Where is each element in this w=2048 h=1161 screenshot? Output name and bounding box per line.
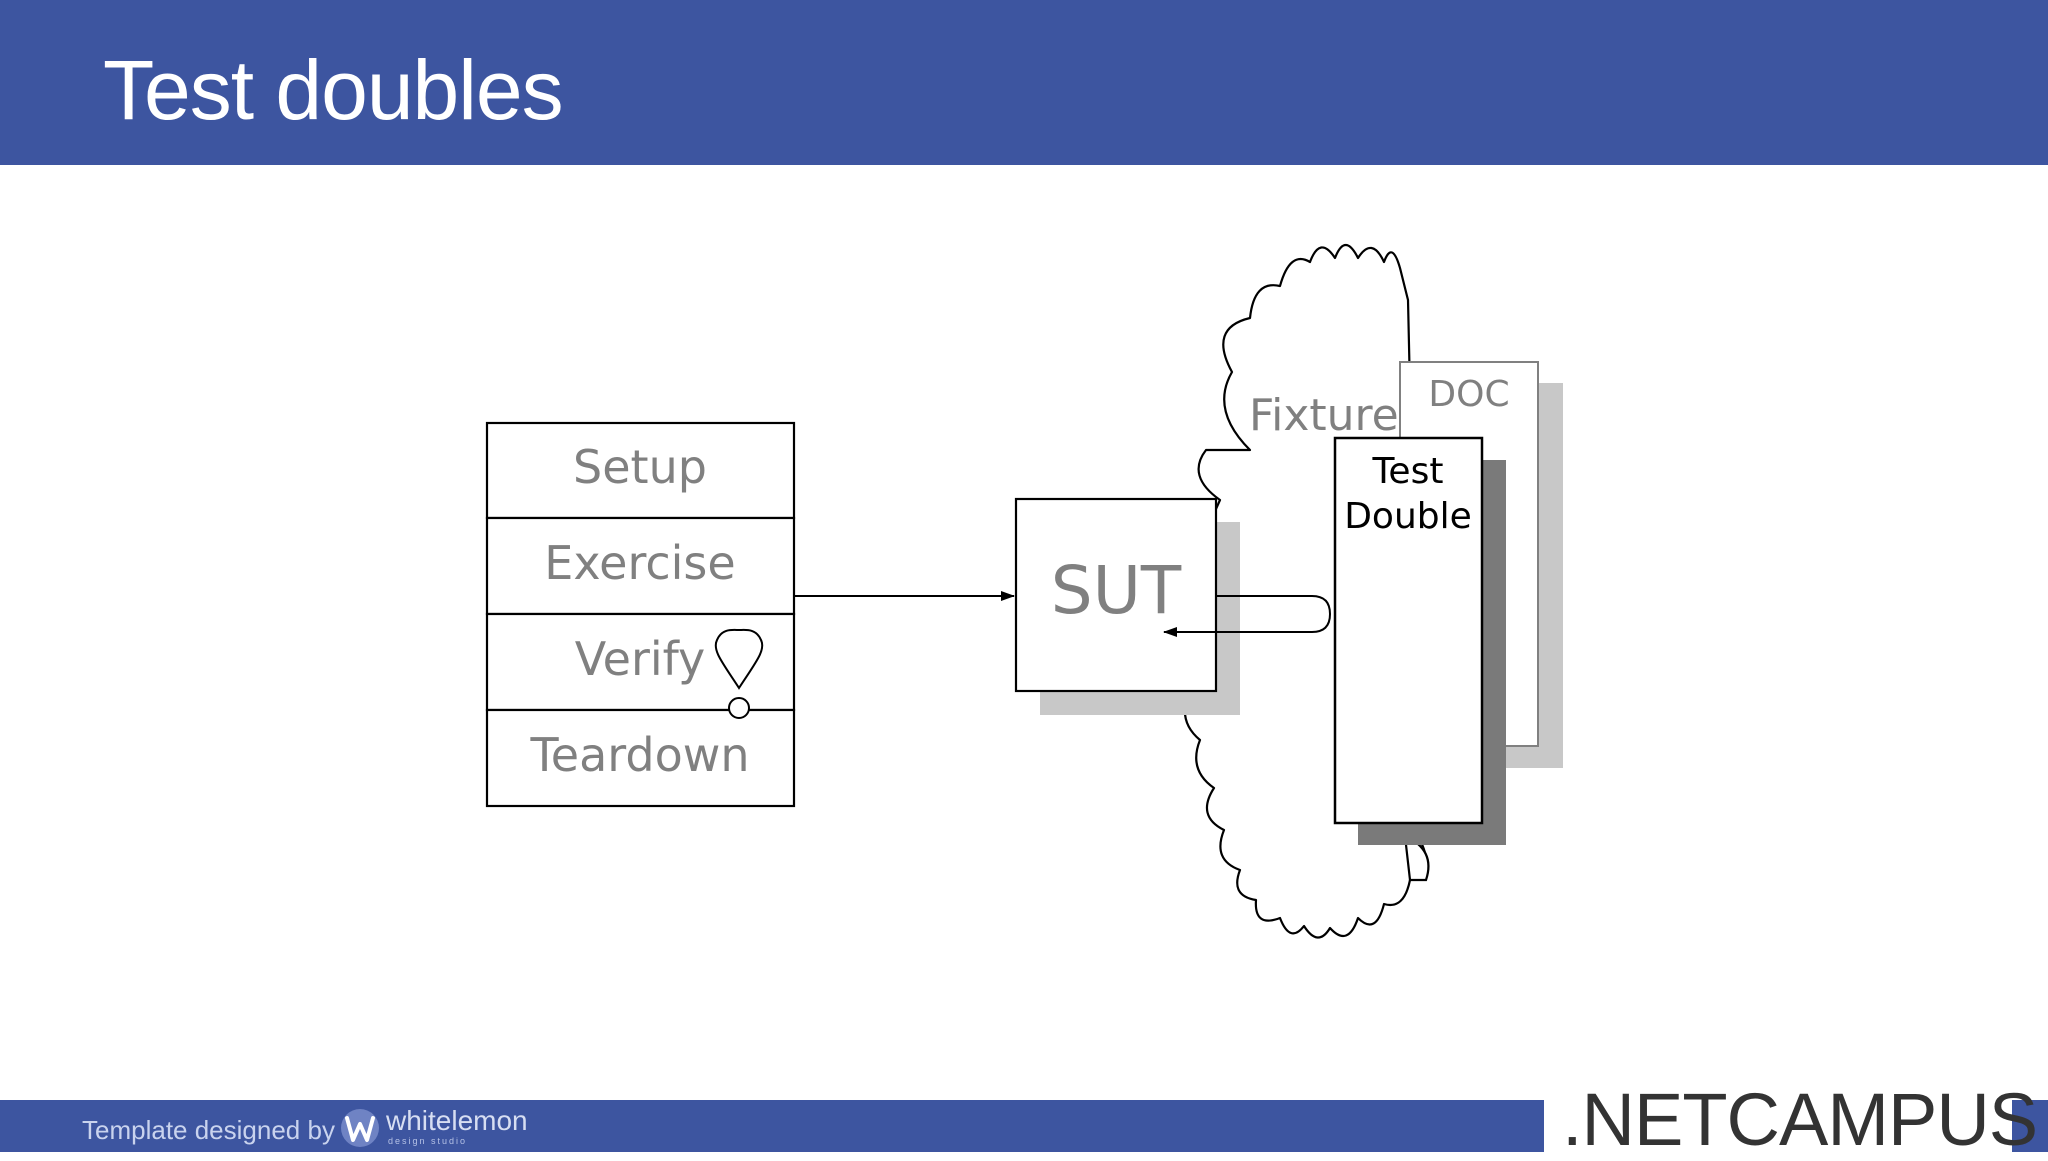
template-credit: Template designed by bbox=[82, 1115, 335, 1145]
phase-exercise-box bbox=[485, 516, 796, 616]
netcampus-logo: .NETCAMPUS bbox=[1562, 1078, 2038, 1161]
phase-setup-box bbox=[485, 421, 796, 520]
fixture-label: Fixture bbox=[1249, 390, 1399, 441]
sut-box bbox=[1014, 497, 1218, 693]
phase-exercise-label: Exercise bbox=[544, 536, 735, 590]
slide-title: Test doubles bbox=[103, 43, 564, 137]
phase-teardown-label: Teardown bbox=[530, 728, 750, 782]
header-bar: Test doubles bbox=[0, 0, 2048, 165]
phase-stack: Setup Exercise Verify Teardown bbox=[485, 421, 796, 808]
sut-test-double-call-arrow bbox=[1163, 595, 1332, 637]
sut-label: SUT bbox=[1051, 552, 1182, 629]
phase-teardown-box bbox=[485, 708, 796, 808]
phase-setup-label: Setup bbox=[573, 440, 707, 494]
designer-subtitle: design studio bbox=[388, 1136, 468, 1146]
doc-label: DOC bbox=[1428, 374, 1509, 415]
phase-verify-label: Verify bbox=[575, 632, 706, 686]
whitelemon-logo-icon bbox=[341, 1109, 379, 1147]
test-double-label-line2: Double bbox=[1344, 496, 1472, 537]
test-double-box bbox=[1333, 436, 1484, 825]
footer-accent bbox=[2012, 1100, 2048, 1152]
verify-assertion-icon bbox=[714, 628, 764, 719]
designer-name: whitelemon bbox=[386, 1105, 528, 1136]
test-double-label-line1: Test bbox=[1372, 451, 1444, 492]
footer-bar bbox=[0, 1100, 1544, 1152]
